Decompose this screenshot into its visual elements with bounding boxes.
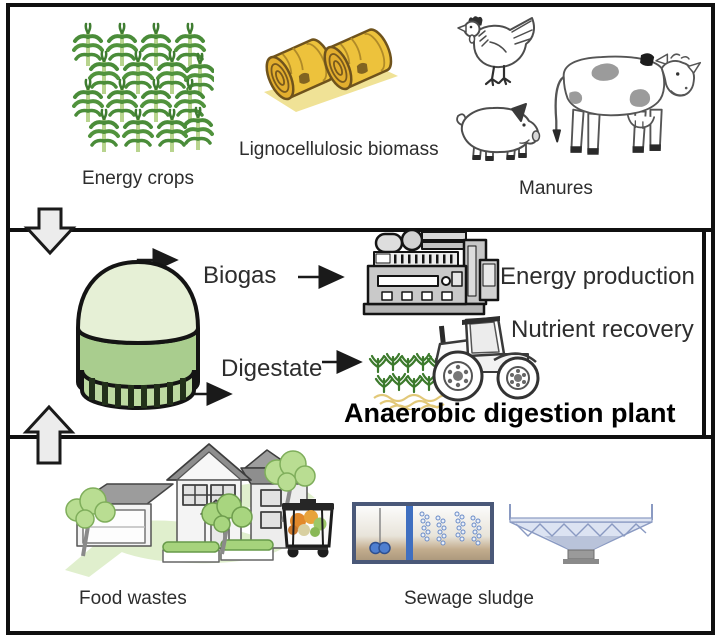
hay-bales-icon bbox=[260, 24, 398, 112]
block-arrow-up-icon bbox=[22, 404, 76, 465]
plant-title: Anaerobic digestion plant bbox=[344, 398, 676, 428]
cow-icon bbox=[552, 53, 702, 155]
tractor-field-icon bbox=[368, 316, 540, 410]
pig-icon bbox=[456, 103, 541, 161]
lignocellulosic-label: Lignocellulosic biomass bbox=[239, 139, 439, 160]
energy-crops-label: Energy crops bbox=[82, 168, 194, 189]
nutrient-recovery-label: Nutrient recovery bbox=[511, 316, 694, 343]
aeration-tank-icon bbox=[352, 502, 494, 564]
bottom-feedstock-panel bbox=[6, 435, 715, 635]
food-wastes-label: Food wastes bbox=[79, 588, 187, 609]
tree-icon bbox=[65, 487, 116, 557]
corn-field-icon bbox=[72, 22, 214, 154]
biogas-label: Biogas bbox=[203, 262, 277, 289]
chicken-icon bbox=[457, 16, 535, 87]
house-icon bbox=[65, 443, 316, 577]
tree-icon bbox=[264, 450, 316, 523]
digestate-label: Digestate bbox=[221, 355, 323, 382]
sewage-sludge-label: Sewage sludge bbox=[404, 588, 534, 609]
tree-icon bbox=[201, 493, 253, 555]
manures-label: Manures bbox=[519, 178, 593, 199]
generator-icon bbox=[362, 228, 500, 316]
digester-tank-icon bbox=[75, 259, 201, 411]
clarifier-icon bbox=[509, 504, 653, 564]
food-waste-bin-icon bbox=[282, 499, 334, 558]
energy-production-label: Energy production bbox=[500, 263, 695, 290]
block-arrow-down-icon bbox=[23, 207, 77, 256]
